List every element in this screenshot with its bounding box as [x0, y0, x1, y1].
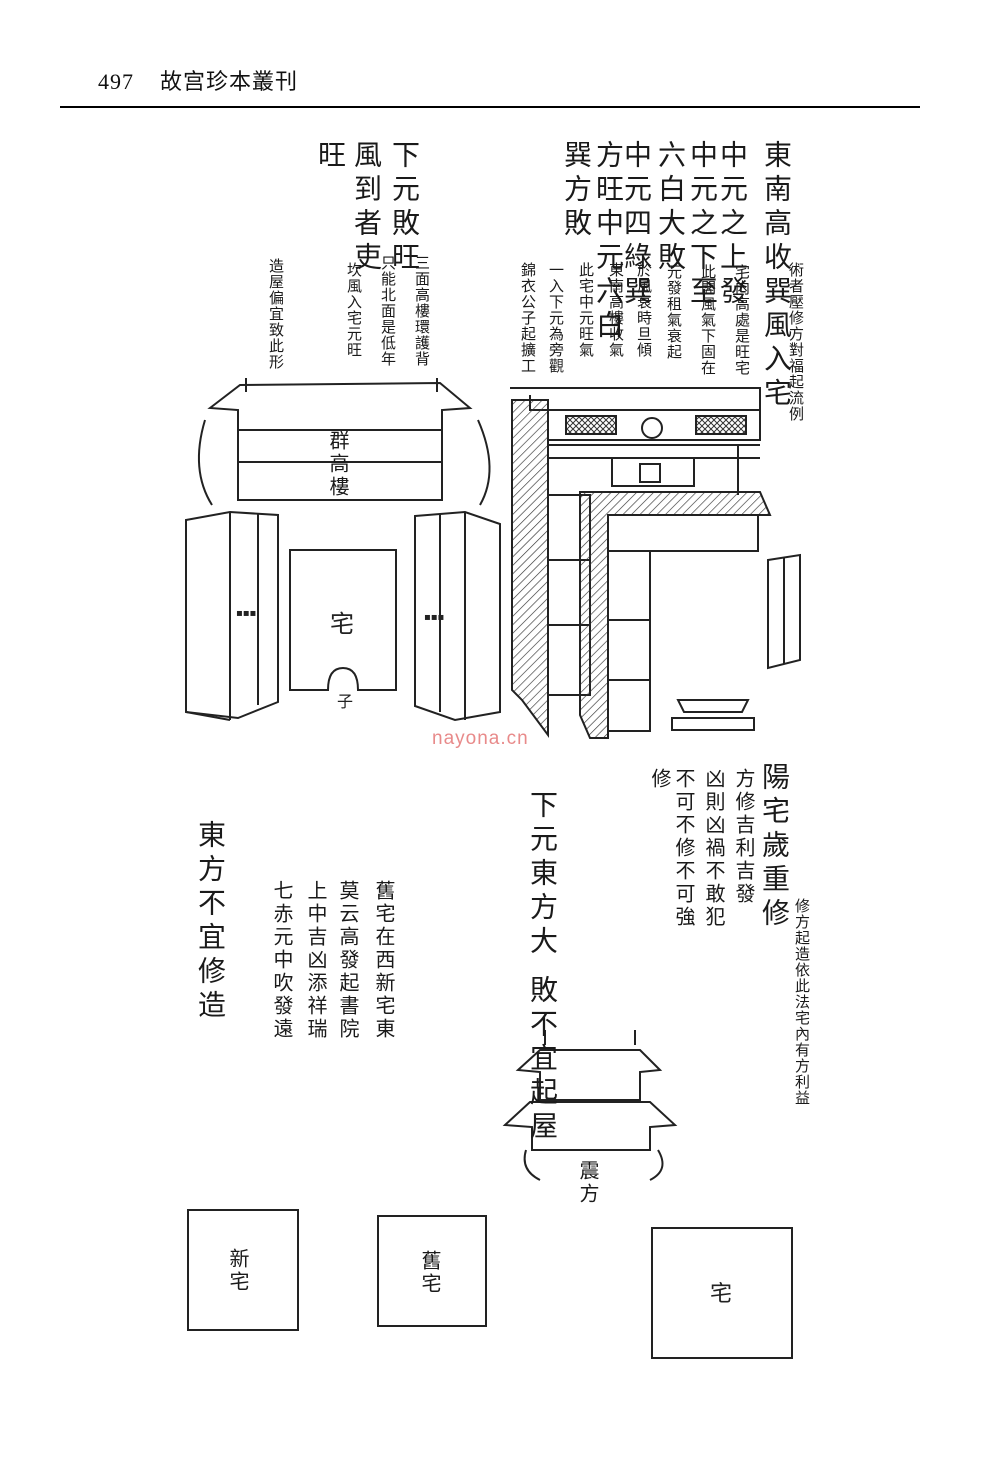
old-house-square [377, 1215, 487, 1327]
tr-col8-note: 一入下元為旁觀 [547, 262, 565, 374]
tr-col1-note: 術者壓修方對福起流例 [787, 262, 805, 422]
tr-col5: 中元四綠巽 [620, 140, 653, 310]
header-rule [60, 106, 920, 108]
page-header: 497 故宫珍本叢刊 [98, 64, 298, 96]
zhen-label: 震方 [576, 1160, 600, 1206]
tl-col1: 下元敗旺 [388, 140, 421, 276]
house-square-label: 宅 [710, 1282, 733, 1307]
br-title2: 下元東方大 敗不宜起屋 [526, 790, 559, 1145]
tr-col3-note: 此閣風氣下固在 [699, 264, 717, 376]
new-house-square [187, 1209, 299, 1331]
courtyard-building-drawing [510, 387, 801, 739]
tr-col1: 東南高收巽風入宅 [760, 140, 793, 412]
book-title: 故宫珍本叢刊 [160, 70, 299, 95]
bl-title: 東方不宜修造 [194, 820, 227, 1024]
tr-col9-note: 錦衣公子起擴工 [519, 262, 537, 374]
pavilion-drawing [502, 1030, 678, 1181]
br-line4: 不可不修不可強 [672, 768, 696, 929]
tl-col3: 旺 [314, 140, 347, 174]
right-wing-mark: ▪▪▪ [424, 612, 445, 623]
bl-note3: 上中吉凶添祥瑞 [304, 880, 328, 1041]
tr-col2-note: 宅内高處是旺宅 [733, 264, 751, 376]
tr-col6-note: 東南高樓收氣 [607, 262, 625, 358]
tr-col7-note: 此宅中元旺氣 [577, 262, 595, 358]
tr-col5-note: 於風衰時旦傾 [635, 262, 653, 358]
tall-building-label: 群高樓 [326, 430, 350, 499]
left-wing-mark: ▪▪▪ [236, 608, 257, 619]
tr-col3: 中元之下至 [686, 140, 719, 310]
house-square [651, 1227, 793, 1359]
tl-col3-note: 坎風入宅元旺 [345, 262, 363, 358]
tl-col2: 風到者吏 [350, 140, 383, 276]
tr-col7: 巽方敗 [560, 140, 593, 242]
br-title: 陽宅歲重修 [758, 762, 791, 932]
br-line5: 修 [648, 768, 672, 791]
zi-label: 子 [337, 692, 354, 711]
tr-col2: 中元之上發 [716, 140, 749, 310]
tr-col6: 方旺中元六白 [592, 140, 625, 344]
page-number: 497 [98, 69, 134, 94]
new-house-label: 新宅 [226, 1248, 250, 1294]
bl-note1: 舊宅在西新宅東 [372, 880, 396, 1041]
watermark: nayona.cn [432, 728, 529, 749]
tr-col4: 六白大敗 [654, 140, 687, 276]
tall-building-drawing [185, 378, 501, 722]
br-line3: 凶則凶禍不敢犯 [702, 768, 726, 929]
tl-col1-note: 三面高樓環護背 [413, 255, 431, 367]
bl-note2: 莫云高發起書院 [336, 880, 360, 1041]
br-note: 修方起造依此法宅內有方利益 [793, 898, 811, 1106]
tr-col4-note: 元發租氣衰起 [665, 264, 683, 360]
tl-col4-note: 造屋偏宜致此形 [267, 258, 285, 370]
br-line2: 方修吉利吉發 [732, 768, 756, 906]
house-label: 宅 [330, 610, 354, 638]
old-house-label: 舊宅 [418, 1250, 442, 1296]
tl-col2-note: 只能北面是低年 [379, 255, 397, 367]
bl-note4: 七赤元中吹發遠 [270, 880, 294, 1041]
